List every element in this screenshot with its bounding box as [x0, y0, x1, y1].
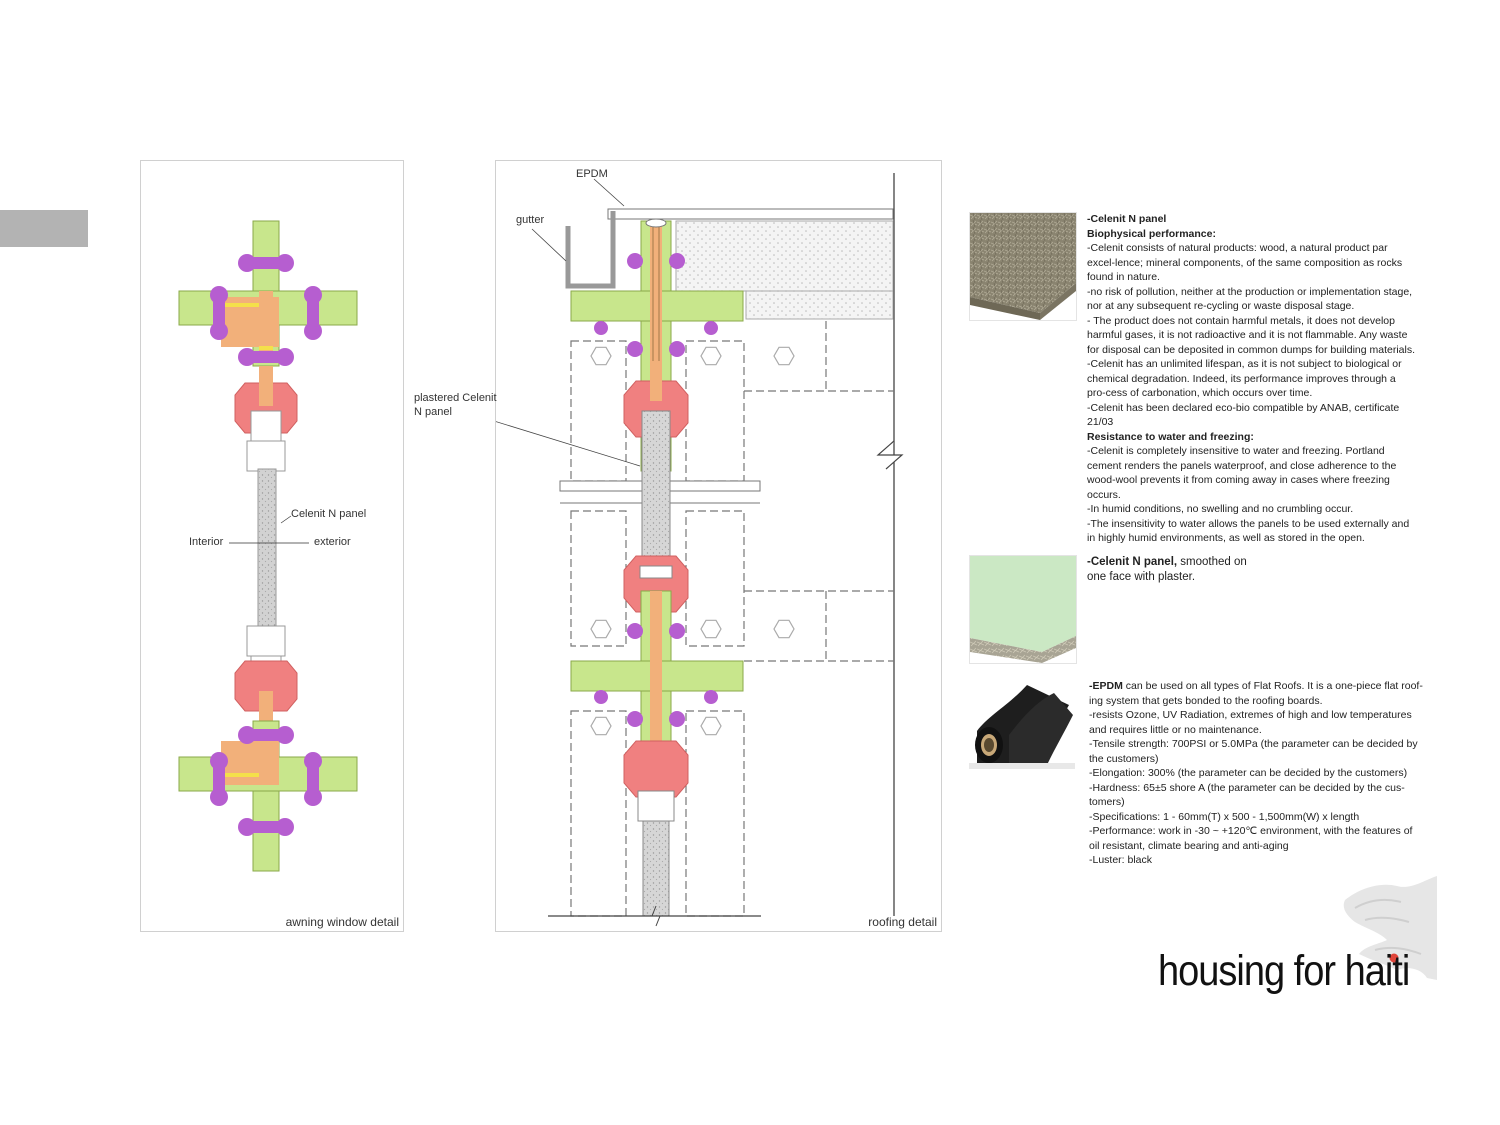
epdm-para-1: -resists Ozone, UV Radiation, extremes o… — [1089, 709, 1412, 736]
roofing-detail-caption: roofing detail — [868, 915, 937, 929]
gutter — [565, 211, 616, 289]
celenit-para-8: -The insensitivity to water allows the p… — [1087, 517, 1410, 545]
roofing-drawing — [496, 173, 904, 927]
epdm-para-4: -Hardness: 65±5 shore A (the parameter c… — [1089, 781, 1405, 809]
epdm-membrane — [607, 208, 894, 220]
celenit-para-7: -In humid conditions, no swelling and no… — [1087, 503, 1354, 515]
roof-cross-joint — [570, 218, 744, 472]
roofing-detail-panel: EPDM gutter roofing detail — [495, 160, 942, 932]
celenit-para-1: -Celenit consists of natural products: w… — [1087, 242, 1403, 283]
haiti-location-marker — [1389, 953, 1399, 963]
frame-columns — [570, 321, 894, 917]
epdm-title: -EPDM — [1089, 680, 1123, 692]
epdm-para-5: -Specifications: 1 - 60mm(T) x 500 - 1,5… — [1089, 810, 1360, 823]
celenit-heading-biophysical: Biophysical performance: — [1087, 227, 1216, 240]
celenit-para-2: -no risk of pollution, neither at the pr… — [1087, 285, 1413, 313]
label-exterior: exterior — [314, 536, 351, 548]
epdm-para-2: -Tensile strength: 700PSI or 5.0MPa (the… — [1089, 738, 1418, 765]
celenit-para-5: -Celenit has been declared eco-bio compa… — [1087, 401, 1400, 429]
lower-connector — [234, 625, 298, 731]
plaster-text: smoothed on one face with plaster. — [1087, 556, 1247, 583]
celenit-title: -Celenit N panel — [1087, 213, 1167, 225]
epdm-description: -EPDM can be used on all types of Flat R… — [1089, 679, 1424, 868]
label-plastered-npanel: N panel — [414, 406, 452, 418]
awning-window-drawing — [178, 220, 358, 872]
celenit-panel-swatch — [969, 212, 1077, 321]
bottom-cross-joint — [178, 720, 358, 872]
epdm-para-6: -Performance: work in -30 ~ +120℃ enviro… — [1089, 825, 1413, 852]
plaster-description: -Celenit N panel, smoothed on one face w… — [1087, 555, 1257, 585]
celenit-para-4: -Celenit has an unlimited lifespan, as i… — [1087, 358, 1402, 399]
celenit-description: -Celenit N panel Biophysical performance… — [1087, 212, 1417, 546]
slide-tab-marker — [0, 210, 88, 247]
celenit-para-3: - The product does not contain harmful m… — [1087, 314, 1416, 356]
celenit-heading-water: Resistance to water and freezing: — [1087, 430, 1254, 443]
epdm-para-7: -Luster: black — [1089, 854, 1153, 866]
label-gutter: gutter — [516, 214, 545, 226]
epdm-roll-swatch — [969, 675, 1075, 775]
brand-title: housing for haiti — [1158, 948, 1410, 996]
label-interior: Interior — [189, 536, 224, 548]
roof-insulation — [675, 220, 894, 292]
plastered-celenit-panel — [641, 410, 671, 572]
plaster-title: -Celenit N panel, — [1087, 556, 1178, 568]
epdm-intro: can be used on all types of Flat Roofs. … — [1089, 680, 1423, 707]
epdm-para-3: -Elongation: 300% (the parameter can be … — [1089, 767, 1408, 779]
haiti-map-graphic — [1343, 876, 1437, 980]
celenit-panel-section — [257, 468, 277, 630]
celenit-para-6: -Celenit is completely insensitive to wa… — [1087, 445, 1397, 501]
plastered-panel-swatch — [969, 555, 1077, 664]
awning-window-caption: awning window detail — [285, 915, 399, 929]
top-cross-joint — [178, 220, 358, 367]
label-plastered-celenit: plastered Celenit — [414, 392, 497, 404]
upper-connector — [234, 366, 298, 472]
label-celenit-panel: Celenit N panel — [291, 508, 367, 520]
awning-window-detail-panel: Celenit N panel Interior exterior awning… — [140, 160, 404, 932]
label-epdm: EPDM — [576, 168, 608, 180]
